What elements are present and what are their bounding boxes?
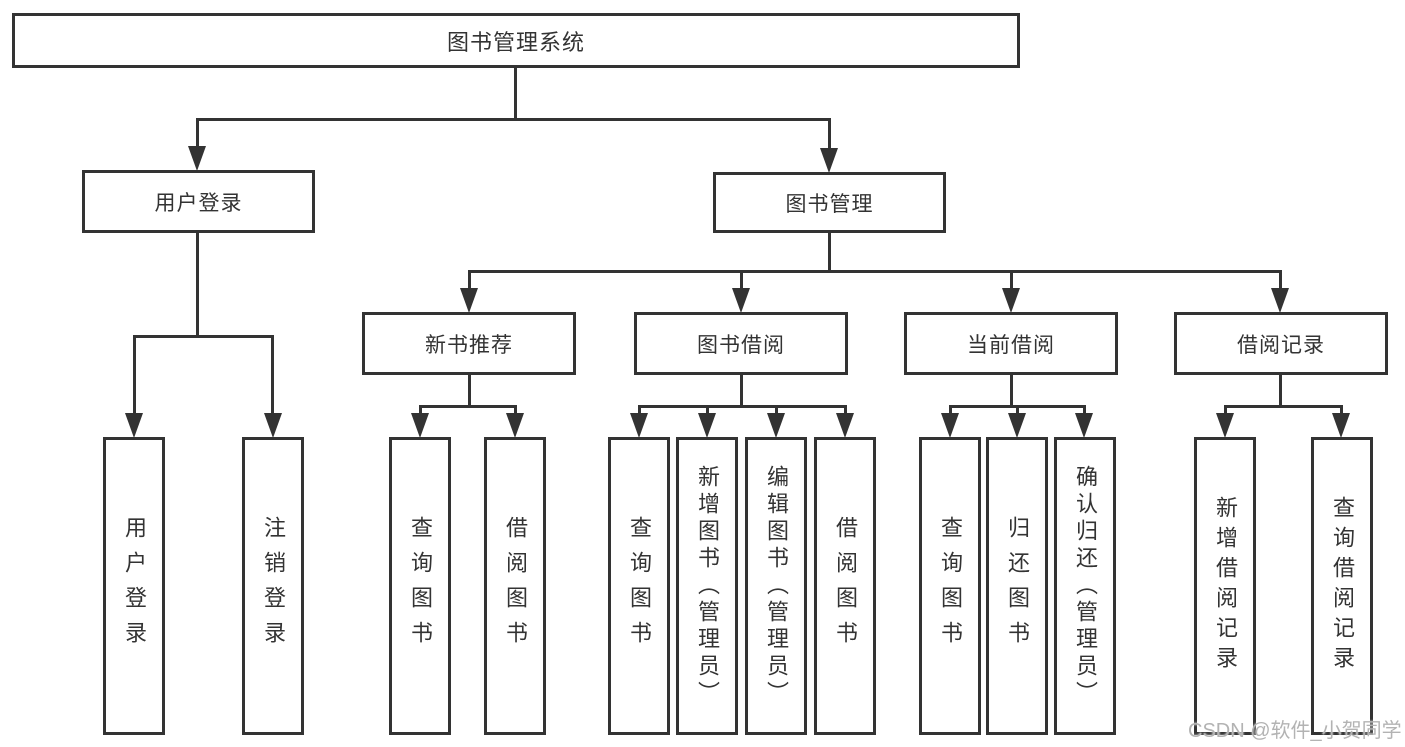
arrow-down-icon (941, 413, 959, 438)
leaf-borrow-book-2: 借阅图书 (814, 437, 876, 735)
arrow-down-icon (1002, 288, 1020, 313)
leaf-label: 查询图书 (408, 516, 433, 656)
arrow-down-icon (506, 413, 524, 438)
arrow-down-icon (630, 413, 648, 438)
arrow-down-icon (836, 413, 854, 438)
connector-drop (949, 405, 952, 416)
connector-newbook-stem (468, 375, 471, 408)
leaf-label: 归还图书 (1005, 516, 1030, 656)
connector-drop-leaf-logout (271, 335, 274, 416)
arrow-down-icon (820, 148, 838, 173)
leaf-query-book-2: 查询图书 (608, 437, 670, 735)
leaf-add-borrow-record: 新增借阅记录 (1194, 437, 1256, 735)
leaf-label: 借阅图书 (503, 516, 528, 656)
node-label: 借阅记录 (1237, 333, 1325, 357)
arrow-down-icon (460, 288, 478, 313)
arrow-down-icon (188, 146, 206, 171)
leaf-label: 新增借阅记录 (1213, 496, 1238, 676)
connector-userlogin-bar (133, 335, 274, 338)
leaf-user-login: 用户登录 (103, 437, 165, 735)
node-label: 用户登录 (154, 191, 243, 215)
leaf-label: 查询借阅记录 (1330, 496, 1355, 676)
node-user-login: 用户登录 (82, 170, 315, 233)
connector-drop (514, 405, 517, 416)
arrow-down-icon (767, 413, 785, 438)
leaf-label: 借阅图书 (833, 516, 858, 656)
leaf-label: 用户登录 (122, 516, 147, 656)
leaf-label: 查询图书 (627, 516, 652, 656)
node-label: 图书管理 (785, 192, 874, 216)
arrow-down-icon (1216, 413, 1234, 438)
connector-drop-new-book (468, 270, 471, 290)
node-label: 图书借阅 (697, 333, 785, 357)
connector-bookmgmt-bar (468, 270, 1282, 273)
connector-drop-user-login (196, 118, 199, 148)
leaf-query-borrow-record: 查询借阅记录 (1311, 437, 1373, 735)
leaf-label: 编辑图书（管理员） (764, 464, 789, 708)
node-book-borrow: 图书借阅 (634, 312, 848, 375)
connector-drop-leaf-login (133, 335, 136, 416)
connector-drop-borrow-records (1279, 270, 1282, 290)
arrow-down-icon (1271, 288, 1289, 313)
connector-drop (706, 405, 709, 416)
arrow-down-icon (264, 413, 282, 438)
leaf-logout: 注销登录 (242, 437, 304, 735)
node-label: 图书管理系统 (446, 29, 585, 55)
connector-bookmgmt-stem (828, 233, 831, 273)
csdn-watermark: CSDN @软件_小贺同学 (1188, 720, 1402, 742)
node-label: 当前借阅 (967, 333, 1055, 357)
connector-drop-book-borrow (740, 270, 743, 290)
node-book-management: 图书管理 (713, 172, 946, 233)
arrow-down-icon (1008, 413, 1026, 438)
connector-records-stem (1279, 375, 1282, 408)
connector-drop (419, 405, 422, 416)
connector-drop-book-management (828, 118, 831, 150)
arrow-down-icon (732, 288, 750, 313)
connector-drop (638, 405, 641, 416)
connector-bookborrow-stem (740, 375, 743, 408)
connector-drop (1016, 405, 1019, 416)
leaf-label: 注销登录 (261, 516, 286, 656)
connector-drop (775, 405, 778, 416)
connector-root-stem (514, 68, 517, 120)
leaf-confirm-return-admin: 确认归还（管理员） (1054, 437, 1116, 735)
connector-drop-current-borrow (1010, 270, 1013, 290)
connector-records-bar (1224, 405, 1343, 408)
connector-userlogin-stem (196, 233, 199, 338)
connector-drop (844, 405, 847, 416)
leaf-return-book: 归还图书 (986, 437, 1048, 735)
leaf-edit-book-admin: 编辑图书（管理员） (745, 437, 807, 735)
leaf-label: 确认归还（管理员） (1073, 464, 1098, 708)
arrow-down-icon (1075, 413, 1093, 438)
leaf-label: 查询图书 (938, 516, 963, 656)
leaf-query-book-3: 查询图书 (919, 437, 981, 735)
node-library-system: 图书管理系统 (12, 13, 1020, 68)
node-label: 新书推荐 (425, 333, 513, 357)
node-new-book-recommend: 新书推荐 (362, 312, 576, 375)
leaf-add-book-admin: 新增图书（管理员） (676, 437, 738, 735)
node-current-borrow: 当前借阅 (904, 312, 1118, 375)
connector-drop (1340, 405, 1343, 416)
leaf-label: 新增图书（管理员） (695, 464, 720, 708)
connector-drop (1083, 405, 1086, 416)
arrow-down-icon (698, 413, 716, 438)
arrow-down-icon (411, 413, 429, 438)
connector-newbook-bar (419, 405, 516, 408)
connector-drop (1224, 405, 1227, 416)
connector-root-bar (196, 118, 831, 121)
connector-currentborrow-stem (1010, 375, 1013, 408)
leaf-query-book-1: 查询图书 (389, 437, 451, 735)
node-borrow-records: 借阅记录 (1174, 312, 1388, 375)
leaf-borrow-book-1: 借阅图书 (484, 437, 546, 735)
arrow-down-icon (1332, 413, 1350, 438)
arrow-down-icon (125, 413, 143, 438)
connector-bookborrow-bar (638, 405, 846, 408)
